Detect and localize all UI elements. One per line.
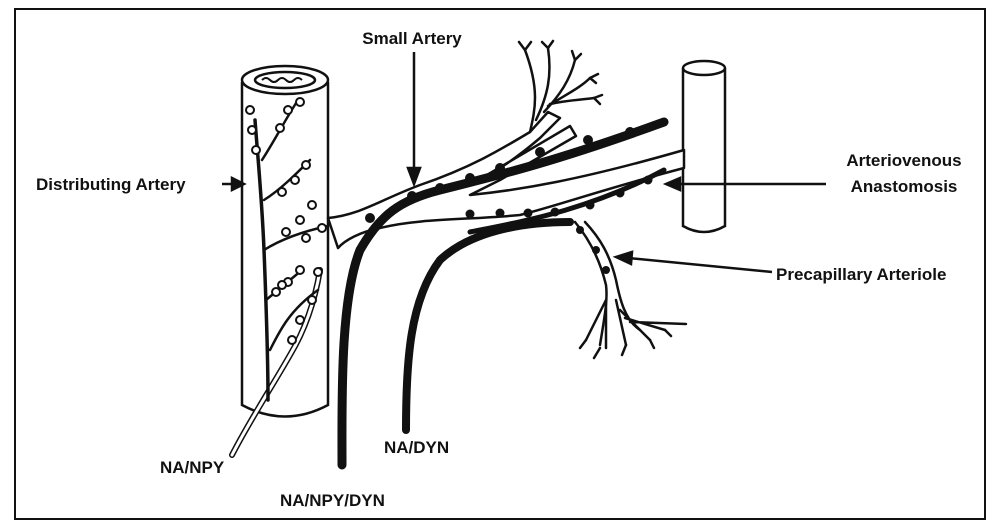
label-arteriovenous: Arteriovenous [846,151,961,170]
precapillary-arteriole-vessel [575,222,686,358]
label-na-npy: NA/NPY [160,458,225,477]
label-precapillary-arteriole: Precapillary Arteriole [776,265,946,284]
label-distributing-artery: Distributing Artery [36,175,186,194]
label-na-dyn: NA/DYN [384,438,449,457]
label-na-npy-dyn: NA/NPY/DYN [280,491,385,510]
label-small-artery: Small Artery [362,29,462,48]
label-anastomosis: Anastomosis [851,177,958,196]
nerve-na-dyn [406,222,570,430]
vein-cylinder [683,61,725,232]
